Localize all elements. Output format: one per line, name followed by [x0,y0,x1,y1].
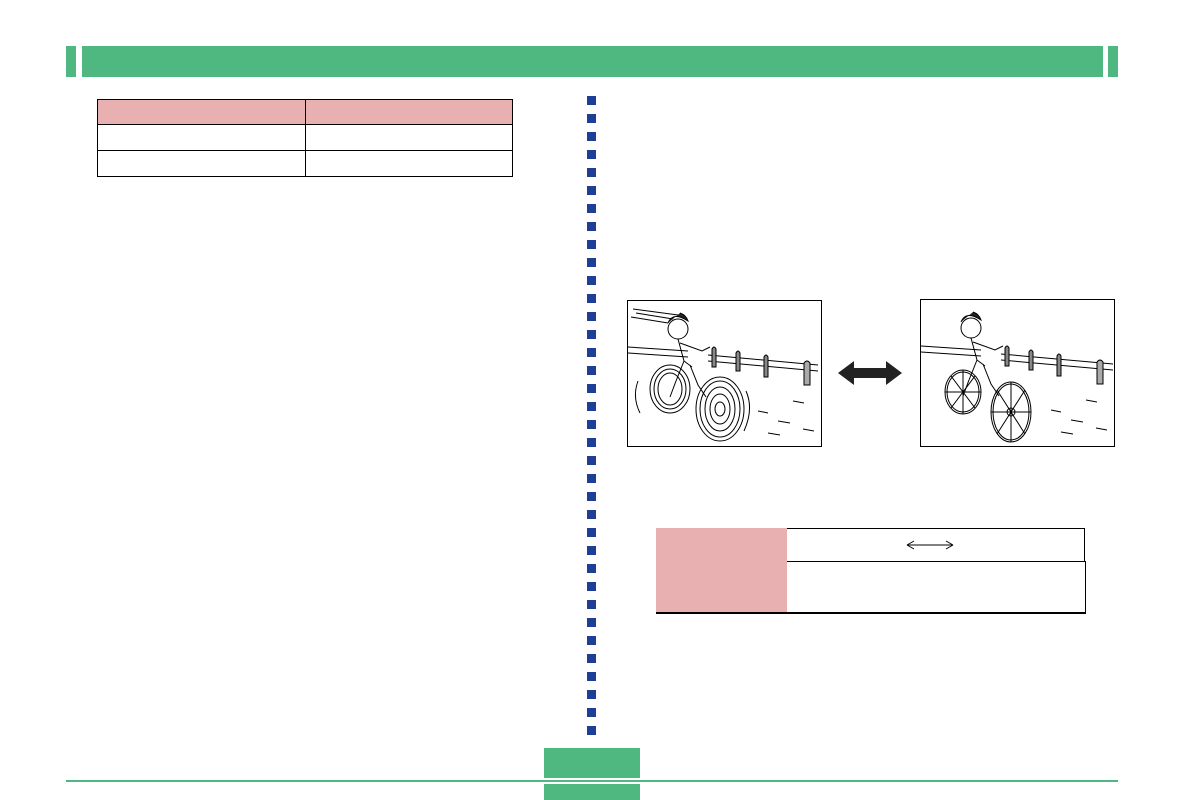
table-cell [304,150,513,177]
divider-dot [587,384,596,393]
divider-dot [587,510,596,519]
divider-dot [587,672,596,681]
divider-dot [587,186,596,195]
divider-dot [587,528,596,537]
divider-dot [587,582,596,591]
table-cell [304,124,513,151]
table-header-cell-1 [97,99,306,125]
divider-dot [587,312,596,321]
cyclist-sharp-svg [920,311,1114,443]
divider-dot [587,402,596,411]
divider-dot [587,132,596,141]
table-row [97,124,513,151]
divider-dot [587,168,596,177]
divider-dot [587,330,596,339]
header-bar [82,46,1103,77]
double-headed-arrow-icon [836,358,904,388]
mode-table-row-2 [787,561,1086,614]
table-cell [97,150,306,177]
page-number-tab [544,748,640,778]
divider-dot [587,240,596,249]
divider-dot [587,96,596,105]
divider-dot [587,456,596,465]
divider-dot [587,474,596,483]
divider-dot [587,420,596,429]
range-arrow-svg [906,540,954,550]
divider-dot [587,438,596,447]
page-number-tab-base [544,784,640,800]
column-divider [587,96,596,736]
divider-dot [587,564,596,573]
footer-rule [66,780,1118,782]
settings-table [97,99,513,177]
divider-dot [587,546,596,555]
divider-dot [587,276,596,285]
divider-dot [587,618,596,627]
range-arrow-icon [905,538,955,550]
table-row [97,150,513,177]
divider-dot [587,708,596,717]
divider-dot [587,348,596,357]
table-header-cell-2 [304,99,513,125]
mode-table [656,528,1086,614]
divider-dot [587,222,596,231]
divider-dot [587,492,596,501]
divider-dot [587,690,596,699]
table-header-row [97,99,513,125]
mode-table-header-cell [656,528,787,614]
divider-dot [587,726,596,735]
divider-dot [587,366,596,375]
divider-dot [587,204,596,213]
divider-dot [587,114,596,123]
divider-dot [587,636,596,645]
divider-dot [587,258,596,267]
divider-dot [587,654,596,663]
cyclist-sharp-illustration [920,299,1115,447]
divider-dot [587,600,596,609]
cyclist-motion-blur-illustration [627,300,822,447]
header-left-cap [66,46,76,77]
cyclist-blur-svg [627,308,819,442]
double-arrow-svg [838,361,902,385]
divider-dot [587,294,596,303]
header-right-cap [1108,46,1118,77]
mode-table-row-1 [787,528,1085,562]
divider-dot [587,150,596,159]
table-cell [97,124,306,151]
